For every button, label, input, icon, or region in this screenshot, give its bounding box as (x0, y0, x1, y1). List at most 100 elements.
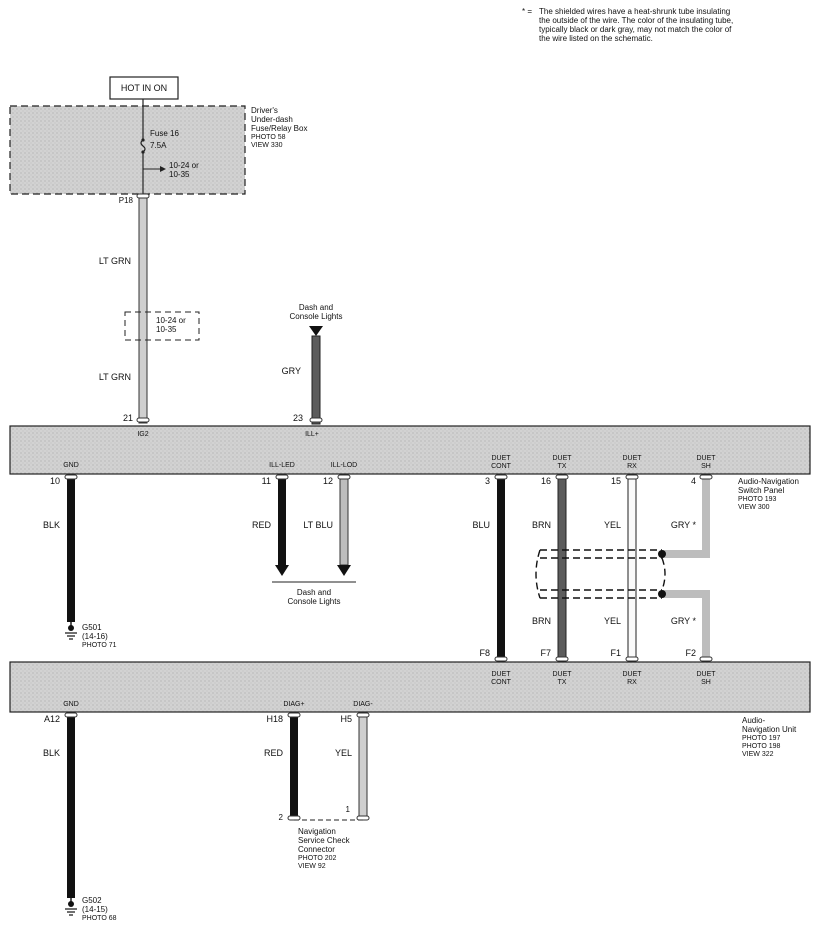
dash-lights-top-name-2: Console Lights (290, 312, 343, 321)
dash-lights-input: Dash and Console Lights GRY (282, 303, 343, 425)
duet-wires: BLU F8 BRN BRN F7 YEL YEL F1 GRY * GRY *… (472, 474, 713, 662)
nav-label-duet-sh-2: SH (701, 679, 711, 686)
switch-top-label-ill: ILL+ (305, 431, 319, 438)
switch-pin-15: 15 (611, 476, 621, 486)
duet-sh-color-lower: GRY * (671, 616, 697, 626)
switch-label-duet-rx-2: RX (627, 463, 637, 470)
branch-arrow-icon (160, 166, 166, 172)
switch-pin-numbers: 10 11 12 3 16 15 4 (50, 476, 696, 486)
dash-lights-bottom-name-1: Dash and (297, 588, 331, 597)
fuse-rating: 7.5A (150, 141, 167, 150)
ig-splice-2: 10-35 (156, 325, 177, 334)
nav-pin-f7: F7 (540, 648, 551, 658)
dash-lights-top-name-1: Dash and (299, 303, 333, 312)
switch-label-ill-lod: ILL-LOD (331, 462, 357, 469)
fuse-box-view: VIEW 330 (251, 142, 283, 149)
switch-top-label-ig2: IG2 (137, 431, 148, 438)
ig-wire: LT GRN LT GRN 10-24 or 10-35 (99, 193, 200, 424)
nav-label-duet-rx-2: RX (627, 679, 637, 686)
nav-label-duet-sh-1: DUET (696, 671, 716, 678)
ground-icon (65, 622, 77, 640)
switch-pin-10: 10 (50, 476, 60, 486)
switch-pin-11: 11 (262, 476, 271, 486)
switch-label-gnd: GND (63, 462, 79, 469)
nav-unit-photo-1: PHOTO 197 (742, 735, 780, 742)
switch-pin-3: 3 (485, 476, 490, 486)
output-arrow-icon (337, 565, 351, 576)
ig-splice-1: 10-24 or (156, 316, 186, 325)
switch-panel-name-1: Audio-Navigation (738, 477, 799, 486)
check-connector-name-2: Service Check (298, 836, 351, 845)
fuse-terminal: P18 (119, 196, 134, 205)
note-line-4: the wire listed on the schematic. (539, 34, 653, 43)
fuse-box-name-1: Driver's (251, 106, 278, 115)
power-source-label: HOT IN ON (121, 83, 167, 93)
dash-lights-bottom-name-2: Console Lights (288, 597, 341, 606)
g501-wire-color: BLK (43, 520, 60, 530)
duet-rx-color-upper: YEL (604, 520, 621, 530)
g501-photo: PHOTO 71 (82, 642, 117, 649)
duet-tx-color-lower: BRN (532, 616, 551, 626)
check-connector-name-1: Navigation (298, 827, 336, 836)
switch-label-duet-cont-1: DUET (491, 455, 511, 462)
ill-lod-color: LT BLU (303, 520, 333, 530)
nav-label-gnd: GND (63, 701, 79, 708)
switch-top-pin-23: 23 (293, 413, 303, 423)
duet-tx-color-upper: BRN (532, 520, 551, 530)
fuse-box-name-3: Fuse/Relay Box (251, 124, 307, 133)
nav-pin-f2: F2 (685, 648, 696, 658)
switch-label-duet-cont-2: CONT (491, 463, 512, 470)
switch-panel-photo: PHOTO 193 (738, 496, 776, 503)
switch-label-duet-tx-2: TX (558, 463, 567, 470)
fuse-branch-1: 10-24 or (169, 161, 199, 170)
g502-name: G502 (82, 896, 102, 905)
ill-led-color: RED (252, 520, 272, 530)
nav-pin-a12: A12 (44, 714, 60, 724)
output-arrow-icon (275, 565, 289, 576)
ig-wire-color-lower: LT GRN (99, 372, 131, 382)
duet-cont-color: BLU (472, 520, 490, 530)
ig-wire-color-upper: LT GRN (99, 256, 131, 266)
duet-sh-color-upper: GRY * (671, 520, 697, 530)
note-line-1: The shielded wires have a heat-shrunk tu… (539, 7, 730, 16)
dash-lights-wire-color: GRY (282, 366, 301, 376)
nav-label-duet-rx-1: DUET (622, 671, 642, 678)
nav-unit-name-2: Navigation Unit (742, 725, 797, 734)
nav-label-duet-cont-2: CONT (491, 679, 512, 686)
check-connector-photo: PHOTO 202 (298, 855, 336, 862)
diag-wires: RED YEL 2 1 Navigation Service Check Con… (264, 712, 370, 870)
switch-panel-view: VIEW 300 (738, 504, 770, 511)
check-connector-pin-2: 2 (279, 813, 284, 822)
switch-pin-16: 16 (541, 476, 551, 486)
shield-tube-icon (535, 549, 666, 599)
diag-plus-color: RED (264, 748, 284, 758)
switch-pin-12: 12 (323, 476, 333, 486)
fuse-box-name-2: Under-dash (251, 115, 293, 124)
switch-label-duet-sh-1: DUET (696, 455, 716, 462)
note-line-3: typically black or dark gray, may not ma… (539, 25, 732, 34)
diag-minus-color: YEL (335, 748, 352, 758)
fuse-symbol-icon (140, 139, 146, 153)
check-connector-name-3: Connector (298, 845, 335, 854)
nav-unit-view: VIEW 322 (742, 751, 774, 758)
nav-pin-f1: F1 (610, 648, 621, 658)
check-connector-pin-1: 1 (346, 805, 351, 814)
switch-pin-4: 4 (691, 476, 696, 486)
ground-wire-g502: BLK G502 (14-15) PHOTO 68 (43, 712, 117, 922)
ground-wire-g501: BLK G501 (14-16) PHOTO 71 (43, 474, 117, 649)
nav-unit-name-1: Audio- (742, 716, 765, 725)
switch-panel: 21 IG2 23 ILL+ GND ILL-LED ILL-LOD DUET … (9, 413, 811, 511)
fuse-box-photo: PHOTO 58 (251, 134, 286, 141)
nav-label-duet-tx-2: TX (558, 679, 567, 686)
check-connector-view: VIEW 92 (298, 863, 326, 870)
nav-pin-f8: F8 (479, 648, 490, 658)
power-source-box: HOT IN ON (109, 76, 179, 100)
switch-label-duet-tx-1: DUET (552, 455, 572, 462)
nav-unit-photo-2: PHOTO 198 (742, 743, 780, 750)
nav-pin-h18: H18 (266, 714, 283, 724)
switch-label-duet-sh-2: SH (701, 463, 711, 470)
fuse-branch-2: 10-35 (169, 170, 190, 179)
note-marker: * = (522, 7, 532, 16)
fuse-name: Fuse 16 (150, 129, 179, 138)
